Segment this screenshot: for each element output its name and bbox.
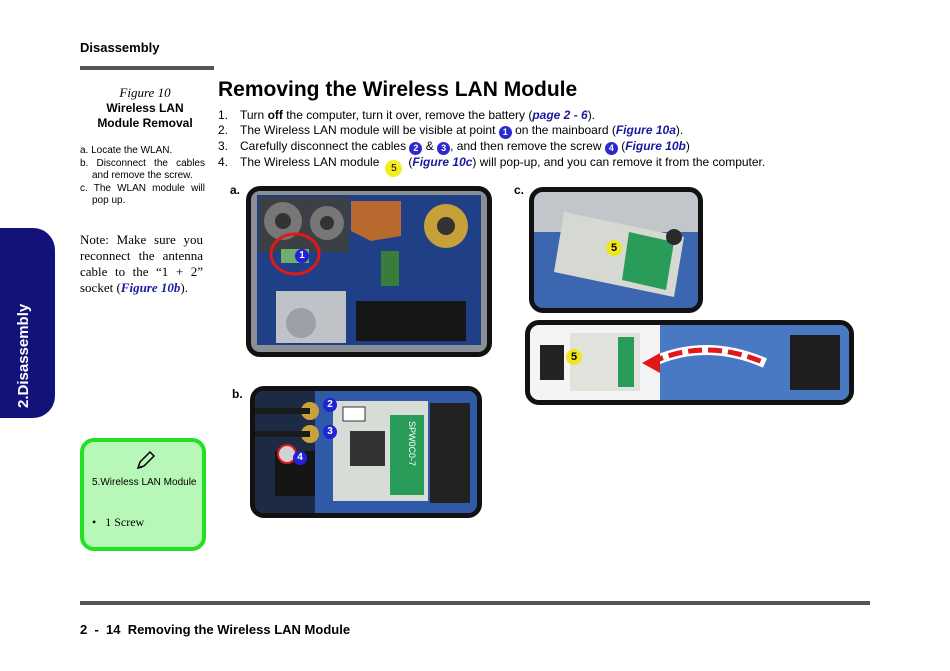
callout-badge: 2	[409, 141, 423, 155]
side-tab-label: 2.Disassembly	[15, 303, 32, 408]
wlan-cable-illustration	[255, 391, 477, 513]
figure-title-line1: Wireless LAN	[106, 101, 184, 115]
callout-badge-yellow: 5	[385, 159, 403, 177]
note-figure-link[interactable]: Figure 10b	[120, 280, 181, 295]
panel-b-label: b.	[232, 387, 243, 401]
figure-link[interactable]: Figure 10a	[615, 122, 676, 137]
module-removed-illustration	[530, 325, 849, 400]
figure-link[interactable]: Figure 10b	[625, 138, 686, 153]
callout-5-bottom: 5	[566, 349, 582, 365]
footer-rule	[80, 601, 870, 605]
figure-step: a. Locate the WLAN.	[80, 145, 173, 156]
header-rule	[80, 66, 214, 70]
callout-4: 4	[293, 451, 307, 465]
photo-module-removed: 5	[525, 320, 854, 405]
module-chip-text: SPW0C0-7	[407, 421, 417, 467]
callout-3: 3	[323, 425, 337, 439]
summary-label: 5.Wireless LAN Module	[92, 477, 197, 488]
instruction-step-2: 2.The Wireless LAN module will be visibl…	[218, 122, 684, 139]
summary-item: • 1 Screw	[92, 515, 145, 529]
instruction-step-3: 3.Carefully disconnect the cables 2 & 3,…	[218, 138, 690, 155]
page-footer: 2 - 14 Removing the Wireless LAN Module	[80, 622, 351, 637]
note-text: Note: Make sure you reconnect the antenn…	[80, 232, 203, 295]
page-title: Removing the Wireless LAN Module	[218, 78, 578, 101]
mainboard-illustration	[251, 191, 487, 352]
instruction-list: 1.Turn off the computer, turn it over, r…	[218, 108, 858, 177]
figure-title-line2: Module Removal	[97, 116, 193, 130]
callout-5-top: 5	[606, 240, 622, 256]
figure-link[interactable]: Figure 10c	[412, 154, 473, 169]
callout-badge: 4	[604, 141, 618, 155]
callout-2: 2	[323, 398, 337, 412]
page-link[interactable]: page 2 - 6	[532, 108, 588, 122]
callout-1: 1	[295, 249, 309, 263]
section-header: Disassembly	[80, 40, 160, 55]
figure-number: Figure 10	[119, 85, 171, 100]
photo-mainboard: 1	[246, 186, 492, 357]
figure-caption: Figure 10 Wireless LAN Module Removal	[80, 85, 210, 131]
instruction-step-1: 1.Turn off the computer, turn it over, r…	[218, 108, 596, 122]
panel-a-label: a.	[230, 183, 241, 197]
callout-badge: 3	[437, 141, 451, 155]
panel-c-label: c.	[514, 183, 525, 197]
callout-badge: 1	[498, 125, 512, 139]
chapter-side-tab: 2.Disassembly	[0, 228, 55, 418]
photo-wlan-cables: SPW0C0-7 2 3 4	[250, 386, 482, 518]
photo-module-popup: 5	[529, 187, 703, 313]
figure-steps: a. Locate the WLAN. b. Disconnect the ca…	[80, 145, 205, 208]
pencil-icon	[136, 450, 156, 470]
figure-step: b. Disconnect the cables and remove the …	[80, 157, 205, 182]
summary-box: 5.Wireless LAN Module • 1 Screw	[80, 438, 206, 551]
figure-step: c. The WLAN module will pop up.	[80, 182, 205, 207]
